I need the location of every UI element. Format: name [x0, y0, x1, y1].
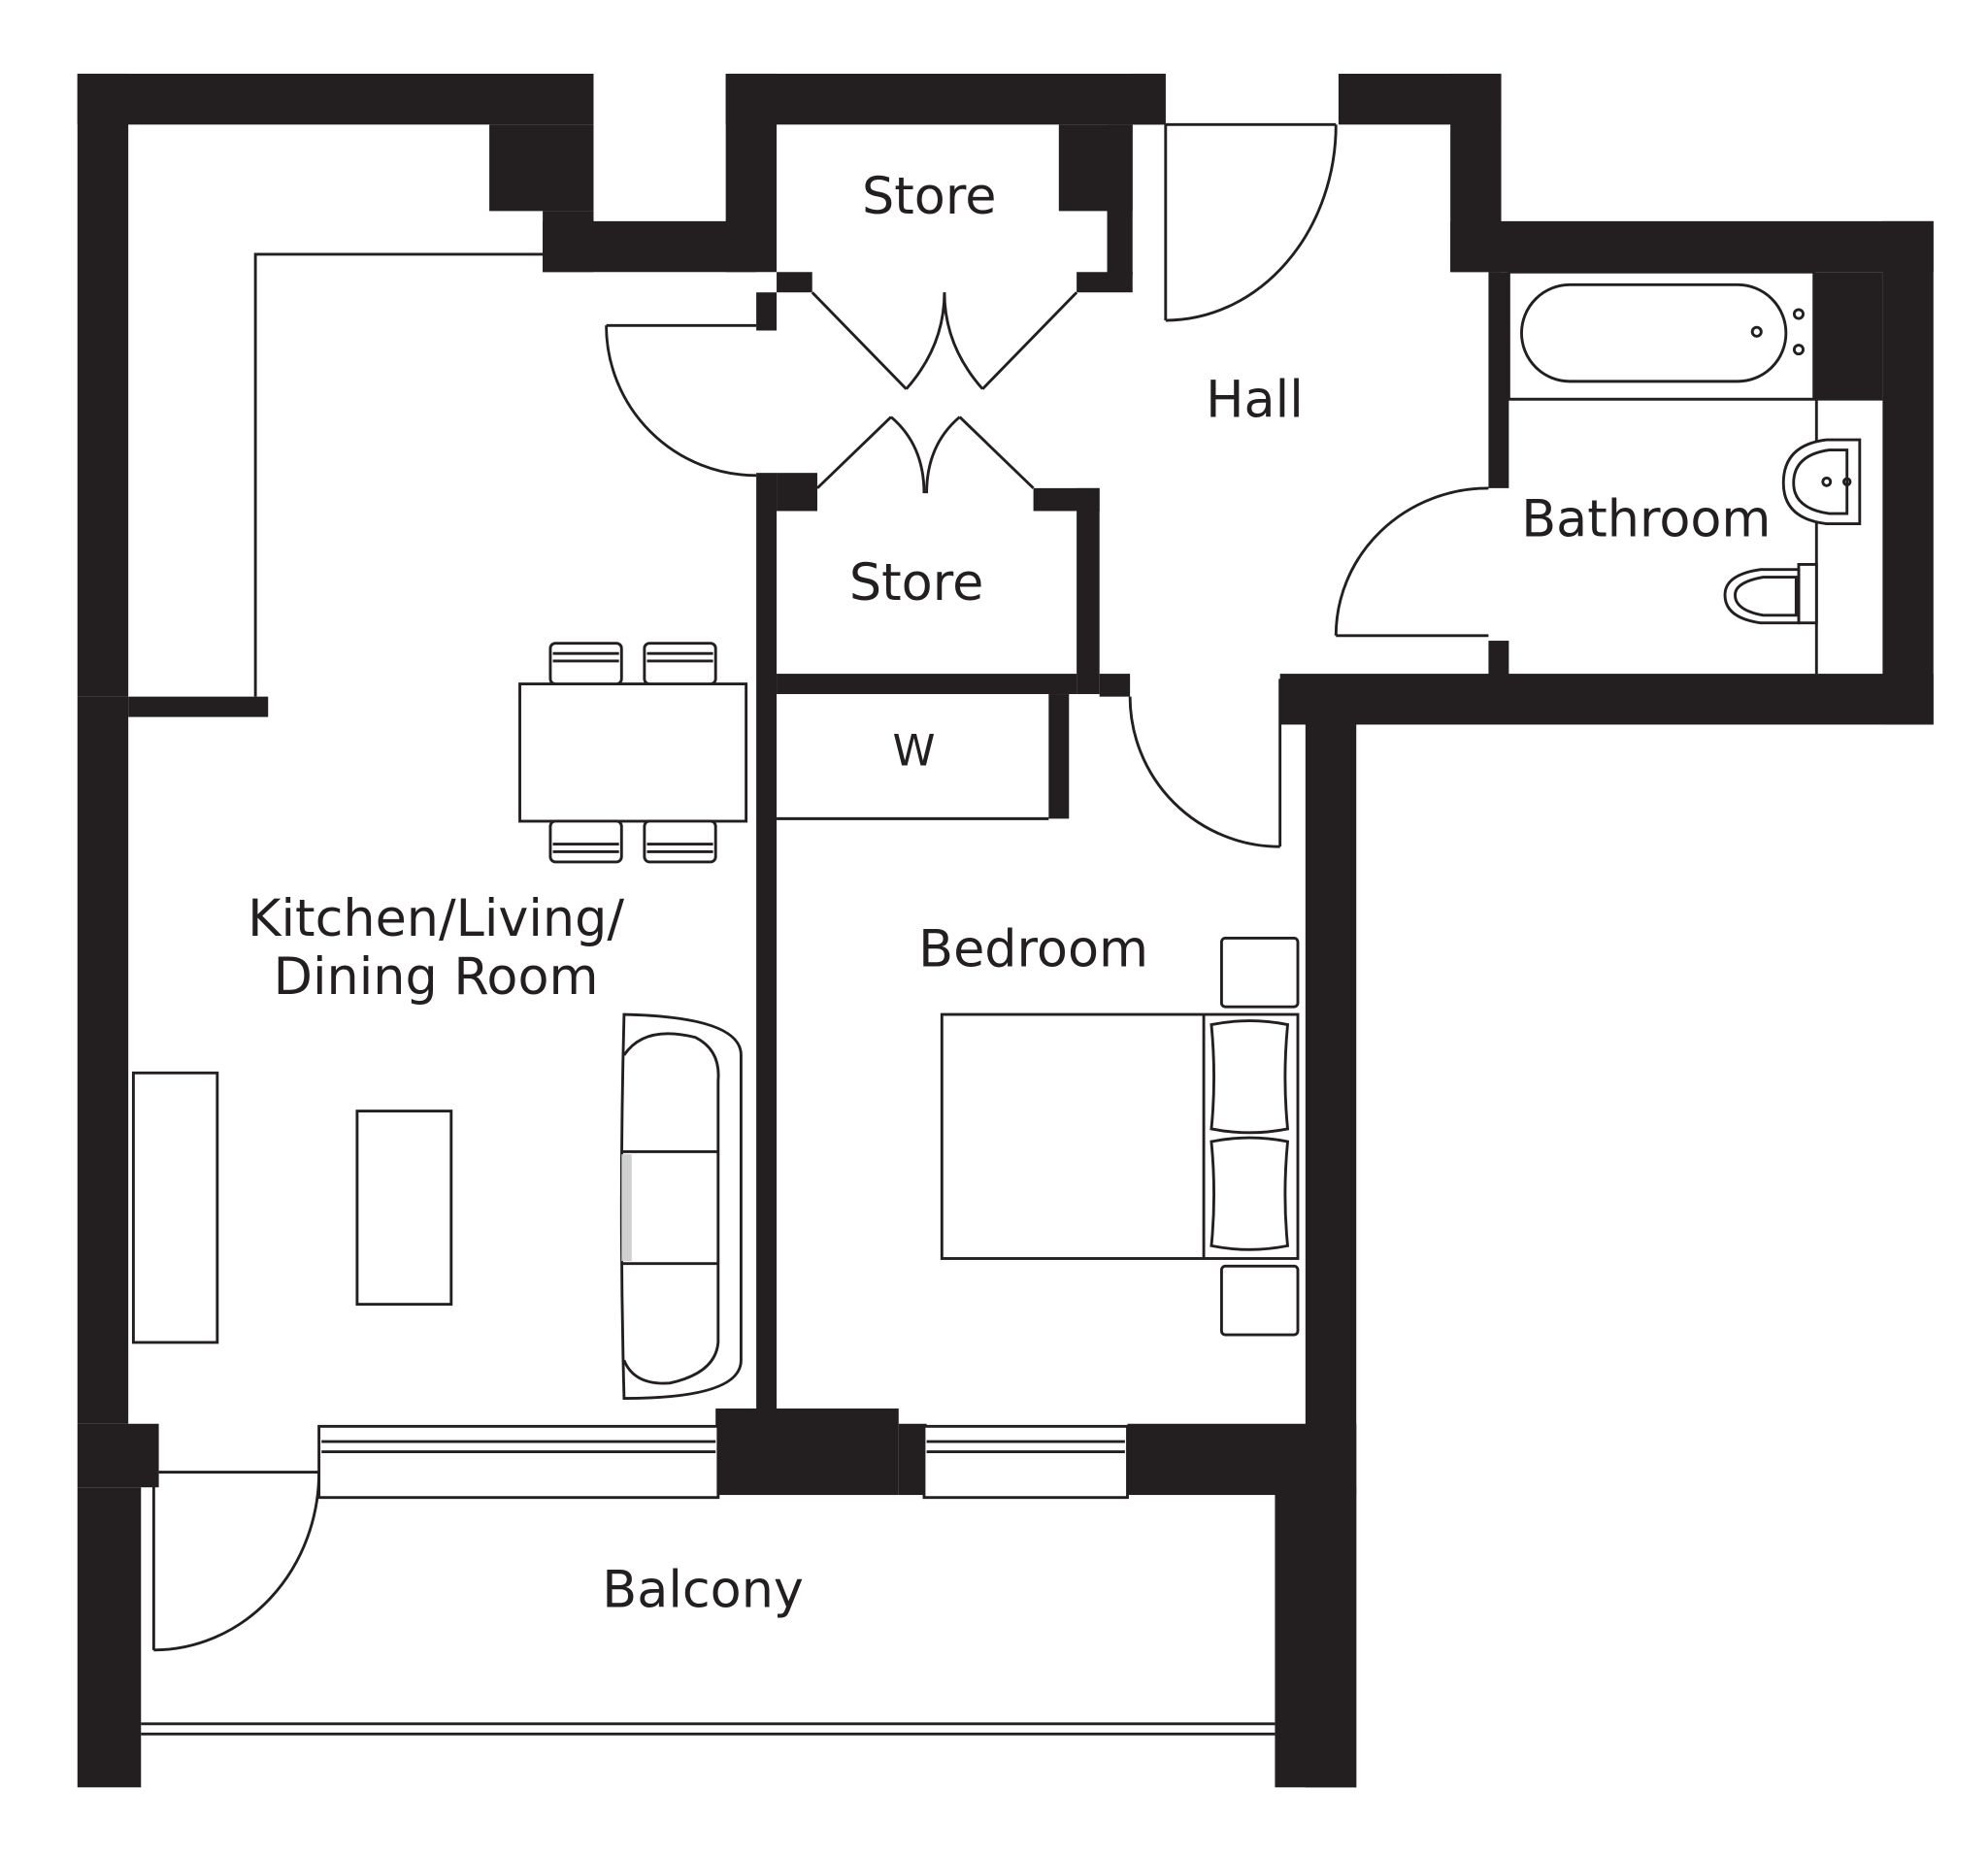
wall-wardrobe-right — [1048, 694, 1070, 819]
balcony-label: Balcony — [602, 1560, 804, 1619]
wall-store-top-left-notch — [777, 272, 812, 293]
store-bottom-label: Store — [849, 553, 983, 613]
wardrobe-label: W — [892, 726, 935, 776]
kitchen-worktop — [253, 252, 544, 697]
coffee-table — [355, 1110, 453, 1307]
store-bottom-door-left — [815, 415, 892, 489]
wall-partition-top — [756, 292, 778, 331]
window-bedroom — [922, 1424, 1129, 1500]
bathtub — [1507, 270, 1816, 401]
kitchen-label-line2: Dining Room — [274, 947, 599, 1007]
kitchen-label-line1: Kitchen/Living/ — [248, 889, 624, 948]
store-top-label: Store — [862, 167, 996, 226]
wall-store-left — [725, 73, 778, 273]
wall-bath-notch — [1813, 272, 1883, 400]
wall-store-top-right-notch — [1077, 272, 1133, 293]
wall-left-balcony — [77, 1487, 142, 1788]
wall-left-middle — [77, 696, 129, 1424]
sofa — [619, 1012, 743, 1400]
dining-table — [518, 682, 748, 823]
wall-bottom-middle — [715, 1409, 899, 1496]
store-bottom-door-right-swing — [925, 415, 961, 494]
wall-store-bottom-right — [1077, 487, 1100, 695]
furniture — [131, 270, 1862, 1400]
wall-bath-left-upper — [1488, 272, 1509, 488]
dining-chair — [548, 642, 623, 685]
tv-unit — [131, 1071, 219, 1344]
wall-kitchen-ledge — [128, 696, 269, 717]
bedside-table — [1219, 1264, 1300, 1337]
washbasin — [1781, 438, 1862, 525]
wall-left-lower — [77, 1423, 159, 1488]
dining-chair — [643, 642, 717, 685]
dining-chair — [643, 819, 717, 864]
wall-store-right — [1107, 124, 1133, 275]
store-bottom-door-left-swing — [889, 415, 926, 494]
wall-store-bottom-left-notch — [777, 473, 817, 512]
balcony-door-swing — [153, 1472, 321, 1652]
dining-chair — [548, 819, 623, 864]
double-bed — [940, 1012, 1300, 1260]
wall-top-left-notch — [489, 124, 594, 212]
wall-store-bottom — [777, 674, 1077, 695]
wall-store-bottom-notch — [1033, 487, 1100, 512]
doors — [151, 122, 1489, 1652]
bedroom-label: Bedroom — [918, 919, 1148, 978]
windows — [141, 1424, 1276, 1736]
room-labels: Store Store Hall Bathroom W Kitchen/Livi… — [248, 167, 1771, 1619]
wall-store-top — [725, 73, 1166, 125]
wall-partition-main — [756, 473, 778, 1424]
wall-balcony-right — [1275, 1487, 1357, 1788]
store-top-door-right-swing — [943, 292, 984, 390]
toilet — [1723, 563, 1818, 625]
store-top-door-left — [811, 291, 908, 390]
bedside-table — [1219, 937, 1300, 1009]
wall-bottom-right — [1127, 1423, 1357, 1496]
walls — [77, 73, 1934, 1788]
wall-bath-right — [1882, 220, 1934, 725]
wall-left-upper — [77, 73, 129, 697]
wall-bottom-middle-right — [898, 1423, 927, 1496]
wall-hall-bottom-left — [1099, 674, 1131, 697]
wall-bath-left-lower — [1488, 641, 1509, 679]
wall-hall-top-left — [1132, 73, 1166, 125]
store-top-door-right — [981, 291, 1078, 390]
kitchen-door-swing — [605, 325, 757, 478]
wall-top-left — [77, 73, 594, 125]
store-bottom-door-right — [958, 415, 1035, 489]
entrance-door-swing — [1165, 124, 1338, 322]
bathroom-door-swing — [1334, 486, 1489, 636]
wall-bath-top — [1450, 220, 1934, 273]
bathroom-label: Bathroom — [1521, 490, 1771, 549]
wall-kitchen-top — [543, 220, 757, 273]
bedroom-door-swing — [1128, 696, 1280, 848]
wall-bath-bottom — [1279, 674, 1934, 725]
hall-label: Hall — [1206, 371, 1304, 430]
store-top-door-left-swing — [905, 292, 946, 390]
window-living — [317, 1424, 720, 1500]
